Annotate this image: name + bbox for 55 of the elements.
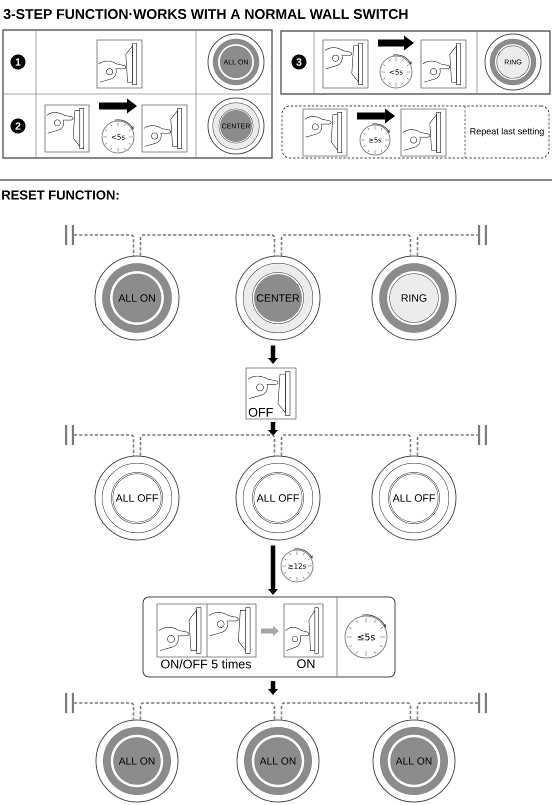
- terminal-symbol: [478, 692, 487, 714]
- switch-label: OFF: [248, 408, 273, 417]
- arrow: [268, 346, 278, 364]
- rounded-panel: [142, 596, 396, 678]
- switch-illustration: [302, 108, 348, 156]
- wiring-line: [280, 234, 412, 256]
- switch-illustration: [420, 40, 466, 88]
- wiring-line: [74, 234, 134, 256]
- wiring-line: [140, 702, 276, 720]
- light-fixture: ALL ON: [372, 720, 456, 802]
- light-fixture: ALL ON: [96, 720, 178, 802]
- switch-illustration: [142, 104, 188, 152]
- wiring-line: [74, 434, 134, 456]
- step-number: 2: [10, 118, 26, 134]
- wiring-line: [140, 234, 276, 256]
- arrow: [268, 422, 278, 436]
- wiring-line: [416, 234, 478, 256]
- light-fixture: ALL OFF: [94, 456, 180, 540]
- switch-illustration: [400, 108, 446, 156]
- arrow: [378, 36, 414, 50]
- arrow: [268, 681, 278, 695]
- light-fixture: RING: [372, 256, 456, 340]
- wiring-line: [416, 434, 478, 456]
- light-fixture: ALL OFF: [372, 456, 456, 540]
- terminal-symbol: [65, 424, 74, 446]
- switch-label: ON/OFF 5 times: [161, 659, 252, 668]
- arrow: [261, 626, 279, 636]
- terminal-symbol: [478, 224, 487, 246]
- light-fixture: CENTER: [236, 256, 320, 340]
- arrow: [268, 546, 278, 595]
- wiring-line: [280, 702, 412, 720]
- wiring-line: [416, 702, 478, 720]
- light-fixture: ALL ON: [94, 256, 180, 340]
- arrow: [357, 108, 395, 124]
- instruction-text: Repeat last setting: [470, 128, 544, 136]
- switch-illustration: [44, 104, 90, 152]
- step-number: 3: [292, 54, 306, 70]
- switch-illustration: [322, 40, 368, 88]
- terminal-symbol: [65, 224, 74, 246]
- step-number: 1: [10, 54, 26, 70]
- terminal-symbol: [478, 424, 487, 446]
- switch-label: ON: [297, 659, 314, 668]
- timer-dial: ≤5s: [344, 614, 388, 658]
- switch-illustration: [96, 40, 142, 88]
- light-fixture: ALL ON: [236, 720, 320, 802]
- panel-box: [2, 29, 273, 159]
- terminal-symbol: [65, 692, 74, 714]
- light-fixture: ALL OFF: [236, 456, 320, 540]
- wiring-line: [140, 434, 276, 456]
- arrow: [99, 98, 137, 114]
- heading: RESET FUNCTION:: [2, 190, 118, 200]
- wiring-line: [74, 702, 134, 720]
- title: 3-STEP FUNCTION·WORKS WITH A NORMAL WALL SWITCH: [4, 9, 408, 19]
- wiring-line: [280, 434, 412, 456]
- panel-box: [280, 30, 551, 95]
